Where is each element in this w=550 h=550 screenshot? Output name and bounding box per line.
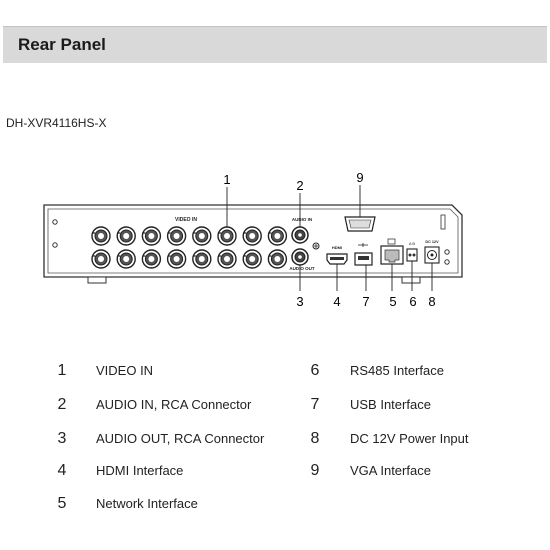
audio-in-panel-label: AUDIO IN bbox=[292, 217, 312, 222]
ground-screw-icon bbox=[444, 249, 450, 265]
bnc-connector bbox=[192, 249, 212, 269]
legend-label: DC 12V Power Input bbox=[350, 431, 469, 446]
section-header-bar: Rear Panel bbox=[3, 26, 547, 63]
dc-power-jack bbox=[424, 246, 440, 264]
legend-number: 2 bbox=[57, 396, 67, 413]
callout-lines bbox=[226, 185, 433, 291]
section-title: Rear Panel bbox=[18, 35, 106, 54]
screw-icon bbox=[52, 242, 58, 248]
dc-panel-label: DC 12V bbox=[425, 240, 439, 244]
callout-4: 4 bbox=[333, 294, 340, 309]
hdmi-port bbox=[326, 253, 348, 265]
callout-5: 5 bbox=[389, 294, 396, 309]
video-in-panel-label: VIDEO IN bbox=[175, 217, 197, 223]
legend: 1 VIDEO IN 2 AUDIO IN, RCA Connector 3 A… bbox=[0, 360, 550, 520]
bnc-connector bbox=[91, 249, 111, 269]
legend-label: HDMI Interface bbox=[96, 463, 184, 478]
bnc-connector bbox=[217, 226, 237, 246]
bnc-connector bbox=[116, 249, 136, 269]
callout-8: 8 bbox=[428, 294, 435, 309]
callout-9: 9 bbox=[356, 170, 363, 185]
callout-6: 6 bbox=[409, 294, 416, 309]
legend-number: 1 bbox=[57, 362, 67, 379]
legend-label: VGA Interface bbox=[350, 463, 431, 478]
usb-port bbox=[354, 252, 373, 266]
audio-in-rca-connector bbox=[291, 226, 309, 244]
callout-3: 3 bbox=[296, 294, 303, 309]
ground-screw-icon bbox=[312, 242, 320, 250]
audio-out-panel-label: AUDIO OUT bbox=[289, 266, 315, 271]
rs485-terminal-marks: A B bbox=[409, 241, 416, 246]
screw-icon bbox=[52, 219, 58, 225]
legend-number: 8 bbox=[310, 430, 320, 447]
bnc-connector bbox=[166, 249, 187, 269]
rs485-terminal bbox=[406, 248, 418, 262]
legend-label: AUDIO OUT, RCA Connector bbox=[96, 431, 265, 446]
bnc-connector bbox=[91, 226, 111, 246]
legend-label: Network Interface bbox=[96, 496, 198, 511]
legend-label: USB Interface bbox=[350, 397, 431, 412]
bnc-connector bbox=[116, 226, 136, 246]
bnc-connector bbox=[166, 226, 187, 246]
legend-label: VIDEO IN bbox=[96, 363, 154, 378]
callout-1: 1 bbox=[223, 172, 230, 187]
usb-icon bbox=[358, 243, 368, 247]
legend-number: 6 bbox=[310, 362, 320, 379]
vent-slot bbox=[440, 214, 446, 230]
legend-number: 5 bbox=[57, 495, 67, 512]
bnc-connector bbox=[192, 226, 212, 246]
network-icon bbox=[387, 238, 396, 245]
audio-out-rca-connector bbox=[291, 248, 309, 266]
vga-port bbox=[344, 216, 376, 232]
legend-label: RS485 Interface bbox=[350, 363, 444, 378]
legend-number: 4 bbox=[57, 462, 67, 479]
model-number: DH-XVR4116HS-X bbox=[6, 116, 107, 130]
legend-number: 7 bbox=[310, 396, 320, 413]
legend-number: 9 bbox=[310, 462, 320, 479]
bnc-connector bbox=[242, 249, 262, 269]
rear-panel-diagram: VIDEO IN AUDIO IN AUDIO OUT HDMI bbox=[43, 170, 463, 309]
bnc-connector bbox=[242, 226, 262, 246]
hdmi-panel-label: HDMI bbox=[332, 245, 342, 250]
bnc-connector bbox=[141, 249, 162, 269]
bnc-connector bbox=[267, 249, 288, 269]
callout-7: 7 bbox=[362, 294, 369, 309]
network-port bbox=[380, 245, 404, 265]
callout-2: 2 bbox=[296, 178, 303, 193]
bnc-connector bbox=[217, 249, 237, 269]
bnc-connector bbox=[267, 226, 288, 246]
video-in-bnc-group bbox=[91, 226, 288, 269]
legend-label: AUDIO IN, RCA Connector bbox=[96, 397, 252, 412]
bnc-connector bbox=[141, 226, 162, 246]
legend-number: 3 bbox=[57, 430, 67, 447]
